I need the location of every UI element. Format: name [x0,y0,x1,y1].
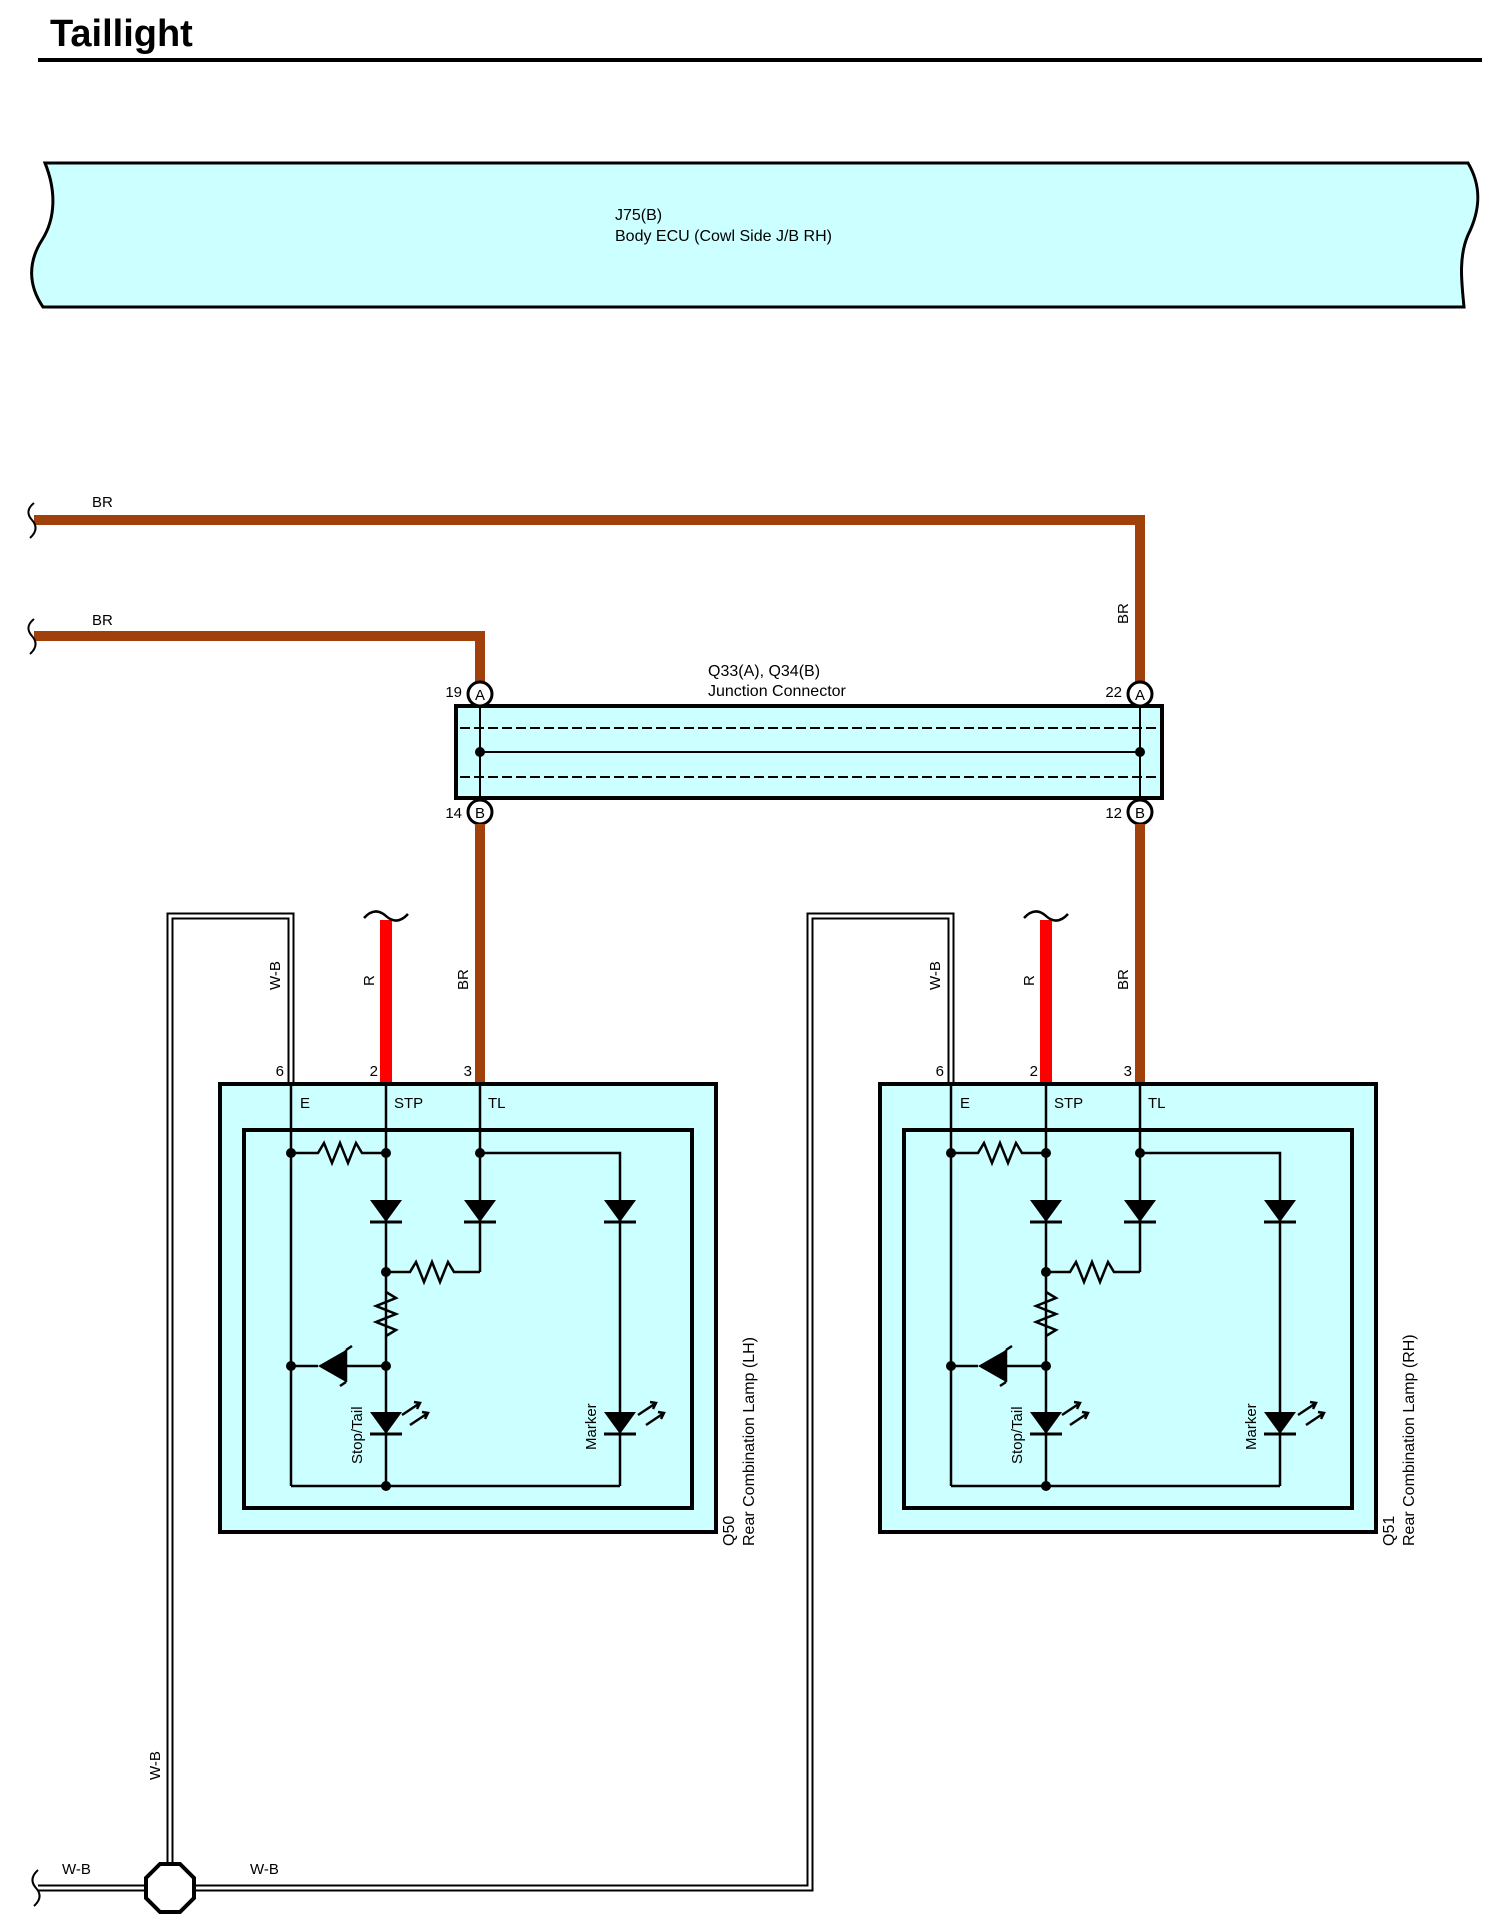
pin-number: 6 [936,1063,944,1080]
wire-label-r: R [361,975,378,986]
terminal-label: E [960,1095,970,1112]
marker-label: Marker [1243,1403,1260,1450]
wire-label-br: BR [455,969,472,990]
splice-dot [1135,747,1145,757]
wire-label-wb: W-B [927,961,944,990]
wb-wire-rh-inner [170,914,953,1890]
rear-combination-lamp-lh: 6 2 3 E STP TL Stop/Tail Marker Q50 Rear… [218,1063,758,1546]
wire-label-br: BR [1115,603,1132,624]
terminal-label: STP [394,1095,423,1112]
led-icon [604,1412,636,1434]
wire-label-wb: W-B [250,1861,279,1878]
pin-number: 19 [445,684,462,701]
wire-break-mark [1023,910,1069,922]
lamp-code: Q51 [1381,1516,1398,1546]
diode-icon [604,1200,636,1222]
terminal-label: TL [1148,1095,1166,1112]
wire-break-mark [27,618,37,655]
lamp-name: Rear Combination Lamp (RH) [1401,1334,1418,1546]
wb-wire-lh-inner [38,914,293,1890]
wire-label-wb: W-B [62,1861,91,1878]
pin-number: 6 [276,1063,284,1080]
zener-diode-icon [318,1350,346,1382]
lamp-inner-box [902,1128,1354,1510]
lamp-name: Rear Combination Lamp (LH) [741,1337,758,1546]
ground-point-icon [144,1862,196,1914]
led-icon [1264,1412,1296,1434]
wire-label-br: BR [92,494,113,511]
ecu-name: Body ECU (Cowl Side J/B RH) [615,228,832,245]
br-wires: BR BR BR [27,494,1145,695]
wire-break-mark [27,502,37,539]
connector-letter-a: A [1135,687,1145,704]
wire-label-wb: W-B [147,1751,164,1780]
rear-combination-lamp-rh: 6 2 3 E STP TL Stop/Tail Marker Q51 Rear… [878,1063,1418,1546]
lamp-outer-box [878,1082,1378,1534]
terminal-label: E [300,1095,310,1112]
wb-ground-wires: W-B W-B W-B W-B W-B [31,912,955,1914]
stop-tail-label: Stop/Tail [349,1406,366,1464]
connector-letter-a: A [475,687,485,704]
zener-diode-icon [978,1350,1006,1382]
marker-label: Marker [583,1403,600,1450]
diode-icon [1030,1200,1062,1222]
diode-icon [370,1200,402,1222]
br-wire-second [34,631,485,695]
pin-number: 14 [445,805,462,822]
wire-label-wb: W-B [267,961,284,990]
lamp-outer-box [218,1082,718,1534]
connector-letter-b: B [475,805,485,822]
pin-number: 2 [1030,1063,1038,1080]
wire-break-mark [31,1869,41,1907]
page-title: Taillight [50,13,193,55]
connector-pin-a [466,680,494,708]
splice-dot [475,747,485,757]
ecu-box [30,161,1480,309]
connector-letter-b: B [1135,805,1145,822]
stop-tail-label: Stop/Tail [1009,1406,1026,1464]
junction-connector: A A B B 19 22 14 12 Q33(A), Q34(B) Junct… [445,663,1164,826]
ecu-code: J75(B) [615,207,662,224]
terminal-label: TL [488,1095,506,1112]
led-icon [370,1412,402,1434]
lamp-inner-box [242,1128,694,1510]
pin-number: 3 [464,1063,472,1080]
led-icon [1030,1412,1062,1434]
wire-label-br: BR [92,612,113,629]
body-ecu: J75(B) Body ECU (Cowl Side J/B RH) [30,161,1480,309]
pin-number: 2 [370,1063,378,1080]
diode-icon [1124,1200,1156,1222]
pin-number: 3 [1124,1063,1132,1080]
junction-code: Q33(A), Q34(B) [708,663,820,680]
pin-number: 12 [1105,805,1122,822]
diode-icon [1264,1200,1296,1222]
wire-label-r: R [1021,975,1038,986]
wire-break-mark [363,910,409,922]
diode-icon [464,1200,496,1222]
br-wire-top [34,515,1145,695]
pin-number: 22 [1105,684,1122,701]
terminal-label: STP [1054,1095,1083,1112]
connector-pin-a [1126,680,1154,708]
wire-label-br: BR [1115,969,1132,990]
junction-name: Junction Connector [708,683,847,700]
lamp-code: Q50 [721,1516,738,1546]
